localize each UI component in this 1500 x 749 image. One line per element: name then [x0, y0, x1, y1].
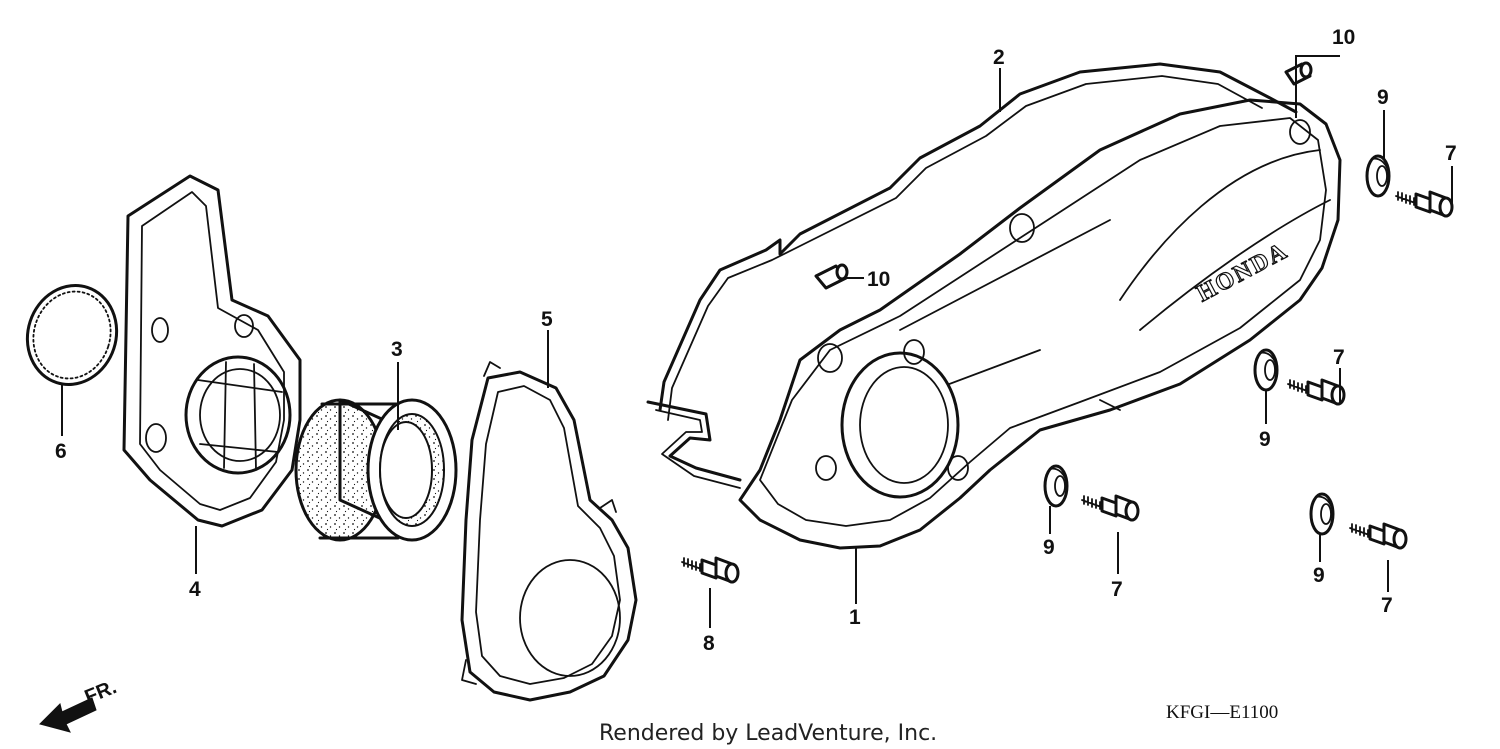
callout-labels: 1 2 3 4 5 6 7 7 7 7 8 9 9 9 9 10 10	[55, 26, 1457, 655]
callout-9b: 9	[1259, 428, 1271, 451]
callout-9a: 9	[1377, 86, 1389, 109]
callout-4: 4	[189, 578, 201, 601]
front-direction-arrow: FR.	[39, 676, 120, 733]
callout-7d: 7	[1381, 594, 1393, 617]
callout-7c: 7	[1111, 578, 1123, 601]
callout-9c: 9	[1043, 536, 1055, 559]
callout-2: 2	[993, 46, 1005, 69]
callout-7a: 7	[1445, 142, 1457, 165]
front-label: FR.	[82, 676, 120, 708]
leader-lines	[61, 55, 1453, 628]
arrow-left-icon	[39, 697, 97, 733]
callout-10a: 10	[1332, 26, 1355, 49]
callout-3: 3	[391, 338, 403, 361]
callout-9d: 9	[1313, 564, 1325, 587]
callout-6: 6	[55, 440, 67, 463]
callout-7b: 7	[1333, 346, 1345, 369]
credit-text: Rendered by LeadVenture, Inc.	[599, 721, 937, 746]
o-ring-part	[25, 284, 119, 386]
gasket-part	[646, 62, 1298, 489]
callout-1: 1	[849, 606, 861, 629]
callout-8: 8	[703, 632, 715, 655]
dowel-pin-part	[814, 61, 1313, 290]
diagram-code: KFGI—E1100	[1166, 702, 1278, 723]
callout-10b: 10	[867, 268, 890, 291]
bolt-8-part	[680, 556, 740, 584]
callout-5: 5	[541, 308, 553, 331]
intake-cover-part	[122, 174, 302, 528]
left-side-cover-part	[460, 361, 638, 702]
left-crankcase-cover-part: HONDA	[738, 98, 1342, 550]
air-filter-foam-part	[294, 398, 458, 542]
